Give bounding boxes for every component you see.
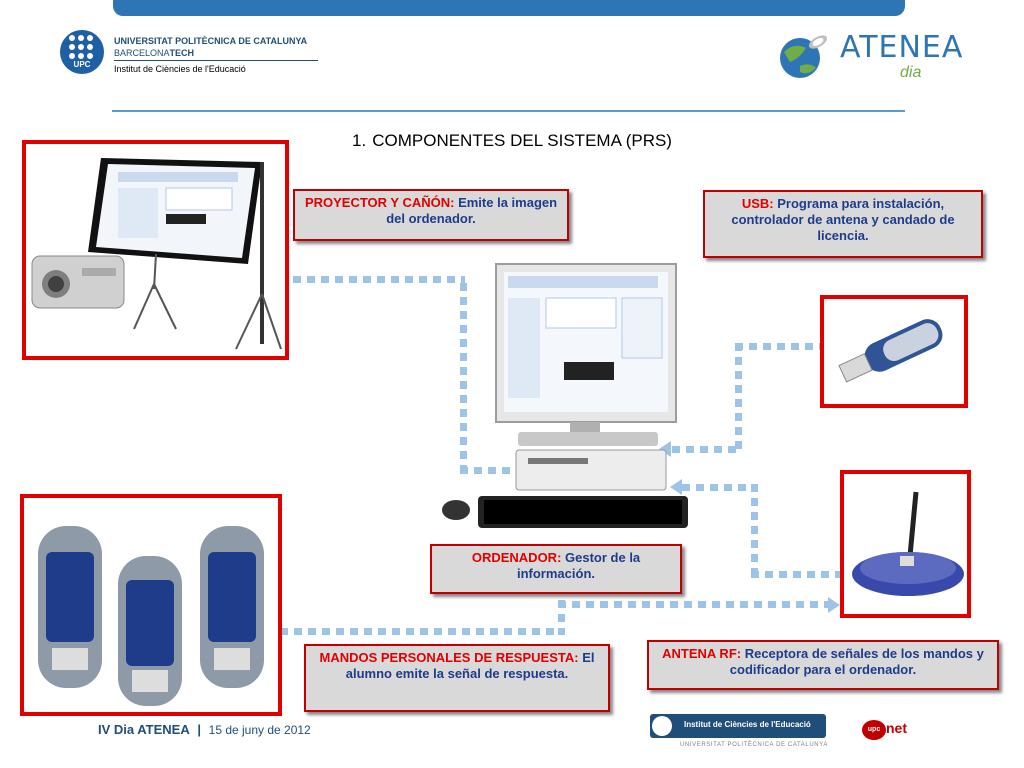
connector-usb-h	[735, 343, 825, 350]
atenea-logo-sub: dia	[900, 64, 922, 81]
projector-screen-illustration	[31, 158, 282, 350]
institute-name: Institut de Ciències de l'Educació	[114, 64, 246, 74]
top-banner	[113, 0, 905, 16]
ice-logo	[650, 714, 826, 738]
university-divider	[114, 60, 318, 61]
connector-antenna-in	[751, 571, 843, 578]
connector-antenna-v	[751, 484, 758, 576]
slide-title: 1.COMPONENTES DEL SISTEMA (PRS)	[352, 131, 672, 150]
computer-label: ORDENADOR: Gestor de la información.	[430, 544, 682, 594]
connector-usb-pc	[672, 446, 742, 453]
arrow-left-icon	[670, 479, 682, 495]
projector-label: PROYECTOR Y CAÑÓN: Emite la imagen del o…	[293, 189, 569, 241]
response-remotes-illustration	[38, 526, 264, 706]
antenna-label: ANTENA RF: Receptora de señales de los m…	[647, 640, 999, 690]
footer-event: IV Dia ATENEA | 15 de juny de 2012	[98, 722, 311, 737]
connector-projector-h	[265, 276, 465, 283]
ice-logo-sub: UNIVERSITAT POLITÈCNICA DE CATALUNYA	[680, 742, 828, 748]
projector-frame	[22, 140, 289, 360]
antenna-receiver-icon	[852, 491, 964, 596]
header-divider	[112, 110, 905, 112]
ice-logo-icon	[652, 716, 672, 736]
connector-antenna-h	[682, 484, 756, 491]
globe-satellite-icon	[780, 35, 828, 78]
connector-usb-v	[735, 343, 742, 451]
upc-logo-dots	[69, 35, 95, 59]
connector-projector-pc	[460, 467, 516, 474]
university-city: BARCELONATECH	[114, 48, 195, 58]
connector-remotes-antenna	[558, 601, 830, 608]
usb-label: USB: Programa para instalación, controla…	[703, 190, 983, 258]
computer-illustration	[442, 263, 688, 528]
usb-frame	[820, 295, 968, 408]
remotes-frame	[20, 494, 282, 716]
antenna-frame	[840, 470, 971, 618]
connector-remotes-h	[280, 628, 565, 635]
connector-remotes-v	[558, 600, 565, 635]
upc-badge-text: UPC	[73, 60, 91, 69]
usb-stick-icon	[838, 319, 943, 383]
university-name: UNIVERSITAT POLITÈCNICA DE CATALUNYA	[114, 36, 308, 46]
remotes-label: MANDOS PERSONALES DE RESPUESTA: El alumn…	[304, 644, 610, 712]
atenea-logo-title: ATENEA	[840, 30, 964, 65]
ice-logo-text: Institut de Ciències de l'Educació	[684, 720, 811, 729]
upcnet-logo-text: net	[886, 720, 907, 736]
connector-projector-v	[460, 283, 467, 473]
upcnet-logo-icon: upc	[862, 720, 886, 740]
arrow-right-icon	[828, 597, 840, 613]
